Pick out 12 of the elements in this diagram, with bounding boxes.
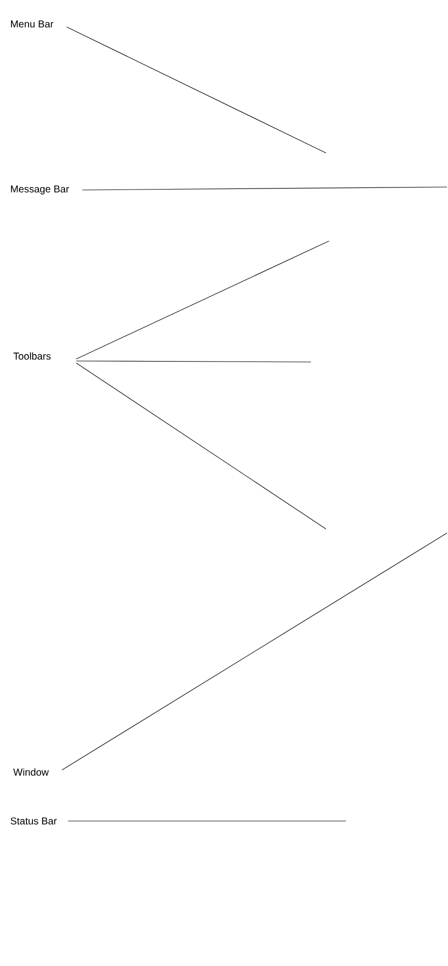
- label-text: Status Bar: [10, 817, 57, 825]
- leader-line: [76, 360, 312, 362]
- leader-line: [76, 240, 330, 360]
- leader-line: [68, 820, 346, 822]
- label-text: Window: [13, 768, 49, 776]
- label-text: Toolbars: [13, 352, 51, 360]
- label-text: Message Bar: [11, 186, 69, 194]
- label-text: Menu Bar: [11, 20, 54, 28]
- leader-line: [62, 532, 448, 770]
- leader-line: [82, 186, 448, 190]
- leader-line: [76, 362, 326, 530]
- leader-line: [66, 26, 326, 154]
